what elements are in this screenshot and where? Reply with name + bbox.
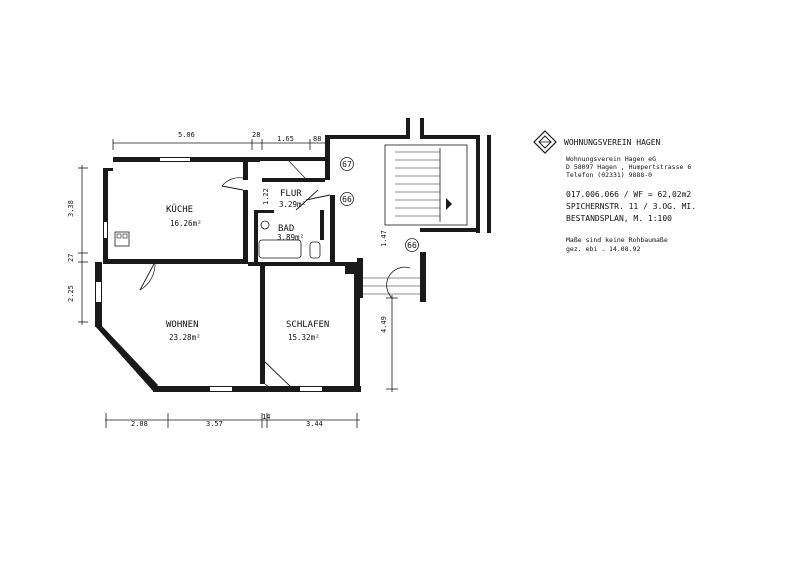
room-flur-name: FLUR xyxy=(280,189,302,199)
room-schlafen-area: 15.32m² xyxy=(288,333,320,342)
dimension-lines xyxy=(78,139,398,428)
bathroom-fixtures xyxy=(114,220,321,259)
marker-66-label: 66 xyxy=(342,195,352,204)
plan-info-line-3: BESTANDSPLAN, M. 1:100 xyxy=(566,214,672,223)
room-bad-name: BAD xyxy=(278,224,294,234)
room-bad-area: 3.89m² xyxy=(277,233,304,242)
dim-bottom-3: 14 xyxy=(262,413,270,421)
room-kueche-area: 16.26m² xyxy=(170,219,202,228)
dim-mid-2: 1.47 xyxy=(380,230,388,247)
plan-info-line-1: 017.006.066 / WF = 62,02m2 xyxy=(566,190,691,199)
room-schlafen-name: SCHLAFEN xyxy=(286,320,329,330)
company-logo-icon xyxy=(533,130,557,154)
dim-left-3: 2.25 xyxy=(67,285,75,302)
door-swings xyxy=(139,159,331,391)
unit-markers: 67 66 66 xyxy=(340,157,419,252)
title-block: WOHNUNGSVEREIN HAGEN Wohnungsverein Hage… xyxy=(533,130,696,253)
dim-top-3: 1.65 xyxy=(277,135,294,143)
room-labels: KÜCHE 16.26m² FLUR 3.29m² BAD 3.89m² WOH… xyxy=(166,189,329,342)
room-wohnen-area: 23.28m² xyxy=(169,333,201,342)
marker-67 xyxy=(340,157,354,171)
plan-note-1: Maße sind keine Rohbaumaße xyxy=(566,236,668,244)
company-name: WOHNUNGSVEREIN HAGEN xyxy=(564,138,661,147)
plan-note-2: gez. ebi . 14.08.92 xyxy=(566,245,640,253)
plan-info-line-2: SPICHERNSTR. 11 / 3.OG. MI. xyxy=(566,202,696,211)
dimension-labels: 5.06 28 1.65 88 3.38 27 2.25 1.22 1.47 4… xyxy=(67,131,388,428)
marker-66b xyxy=(405,238,419,252)
dim-mid-1: 1.22 xyxy=(262,188,270,205)
company-address-line-1: Wohnungsverein Hagen eG xyxy=(566,155,656,163)
dim-bottom-2: 3.57 xyxy=(206,420,223,428)
marker-66 xyxy=(340,192,354,206)
marker-67-label: 67 xyxy=(342,160,352,169)
dim-bottom-4: 3.44 xyxy=(306,420,323,428)
stairwell xyxy=(363,144,468,299)
dim-top-2: 28 xyxy=(252,131,260,139)
dim-left-2: 27 xyxy=(67,254,75,262)
room-wohnen-name: WOHNEN xyxy=(166,320,199,330)
room-kueche-name: KÜCHE xyxy=(166,204,193,215)
dim-top-4: 88 xyxy=(313,135,321,143)
dim-top-1: 5.06 xyxy=(178,131,195,139)
dim-left-1: 3.38 xyxy=(67,200,75,217)
walls xyxy=(95,118,491,392)
room-flur-area: 3.29m² xyxy=(279,200,306,209)
company-address-line-2: D 58097 Hagen , Humpertstrasse 6 xyxy=(566,163,691,171)
marker-66b-label: 66 xyxy=(407,241,417,250)
dim-right-1: 4.49 xyxy=(380,316,388,333)
dim-bottom-1: 2.08 xyxy=(131,420,148,428)
company-address-line-3: Telefon (02331) 9888-0 xyxy=(566,171,652,179)
